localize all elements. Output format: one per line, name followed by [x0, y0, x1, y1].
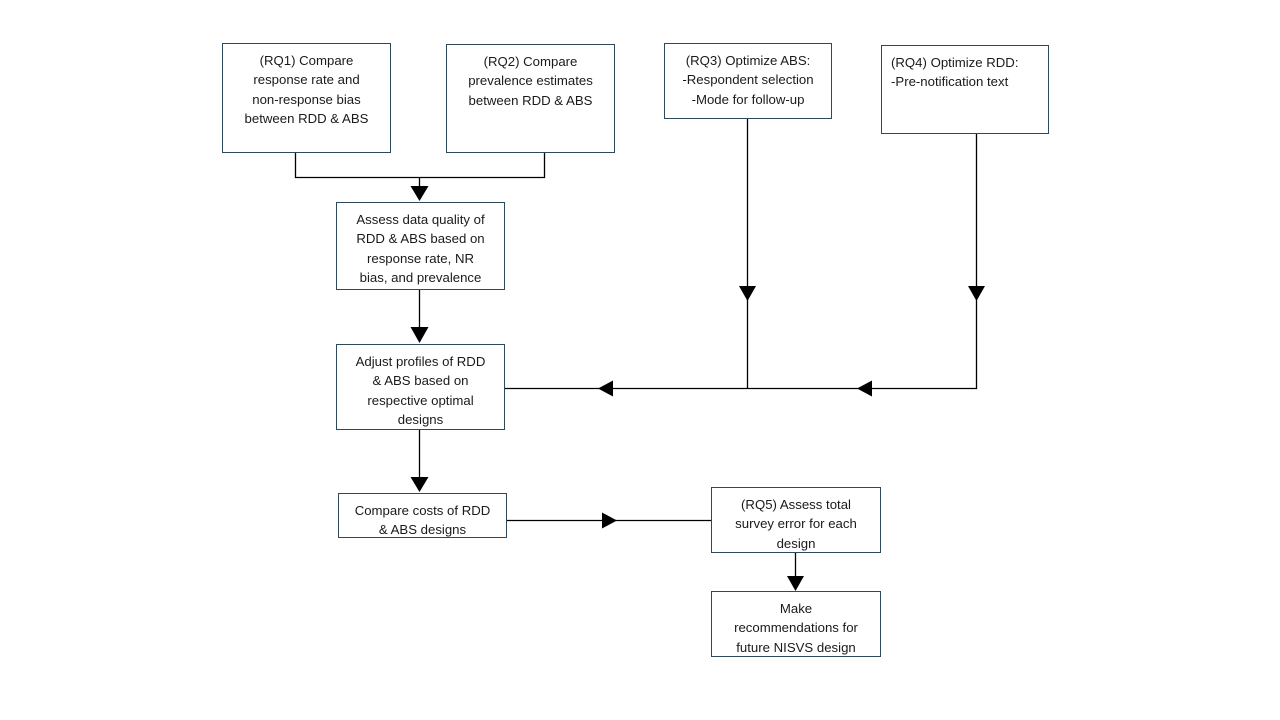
node-recommendations[interactable]: Make recommendations for future NISVS de… — [711, 591, 881, 657]
node-rq3[interactable]: (RQ3) Optimize ABS: -Respondent selectio… — [664, 43, 832, 119]
node-compare-costs[interactable]: Compare costs of RDD & ABS designs — [338, 493, 507, 538]
node-rq3-label: (RQ3) Optimize ABS: -Respondent selectio… — [682, 53, 814, 107]
node-adjust-profiles-label: Adjust profiles of RDD & ABS based on re… — [355, 354, 486, 427]
node-rq1-label: (RQ1) Compare response rate and non-resp… — [244, 53, 369, 126]
edge-adjust-profiles-to-compare-costs — [410, 430, 429, 492]
node-rq5-label: (RQ5) Assess total survey error for each… — [735, 497, 857, 551]
node-recommendations-label: Make recommendations for future NISVS de… — [734, 601, 858, 655]
edge-rq4-to-right-rail — [968, 134, 985, 389]
edge-assess-quality-to-adjust-profiles — [410, 290, 429, 343]
edge-rq5-to-recommendations — [787, 553, 804, 591]
edge-compare-costs-to-rq5 — [507, 512, 711, 529]
node-assess-data-quality-label: Assess data quality of RDD & ABS based o… — [356, 212, 485, 285]
node-rq5[interactable]: (RQ5) Assess total survey error for each… — [711, 487, 881, 553]
node-rq1[interactable]: (RQ1) Compare response rate and non-resp… — [222, 43, 391, 153]
node-rq2-label: (RQ2) Compare prevalence estimates betwe… — [468, 54, 593, 108]
node-assess-data-quality[interactable]: Assess data quality of RDD & ABS based o… — [336, 202, 505, 290]
edge-rq2-to-merge — [419, 153, 546, 179]
edge-rq1-to-merge — [294, 153, 420, 179]
node-rq4-label: (RQ4) Optimize RDD: -Pre-notification te… — [891, 55, 1019, 90]
edge-rq3-to-right-rail — [739, 119, 756, 389]
node-rq4[interactable]: (RQ4) Optimize RDD: -Pre-notification te… — [881, 45, 1049, 134]
node-compare-costs-label: Compare costs of RDD & ABS designs — [354, 503, 491, 538]
edge-right-rail-to-adjust-profiles — [505, 380, 977, 397]
edge-merge-to-assess-quality — [410, 177, 429, 201]
node-rq2[interactable]: (RQ2) Compare prevalence estimates betwe… — [446, 44, 615, 153]
node-adjust-profiles[interactable]: Adjust profiles of RDD & ABS based on re… — [336, 344, 505, 430]
